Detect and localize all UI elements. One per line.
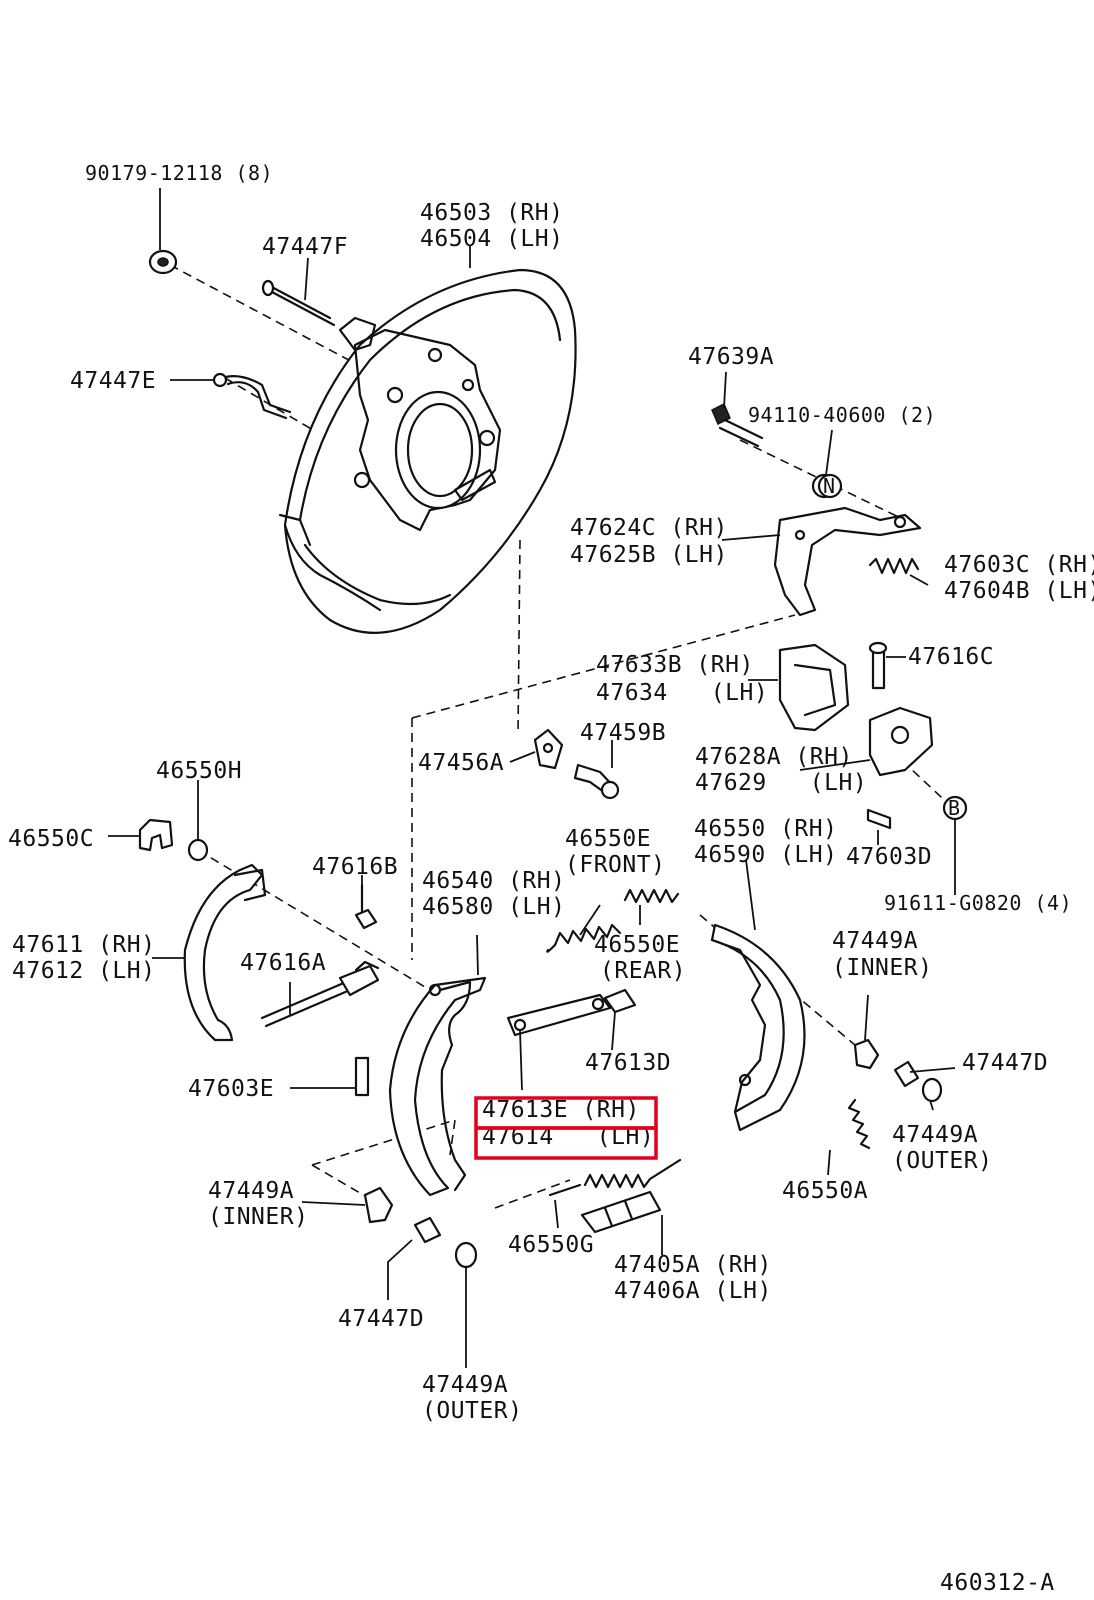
pin-47603e [354, 1056, 370, 1097]
label-47604b: 47604B (LH) [944, 578, 1094, 604]
label-46550e-rear: 46550E [594, 932, 680, 958]
label-47639a: 47639A [688, 344, 774, 370]
label-46540: 46540 (RH) [422, 868, 565, 894]
label-47613d: 47613D [585, 1050, 671, 1076]
label-47449a-outer-r: 47449A [892, 1122, 978, 1148]
highlight-47614 [474, 1126, 658, 1160]
label-91611: 91611-G0820 (4) [884, 891, 1072, 915]
label-47603d: 47603D [846, 844, 932, 870]
figure-code: 460312-A [940, 1570, 1055, 1596]
pin-47616c [868, 641, 888, 690]
label-47447f: 47447F [262, 234, 348, 260]
label-47625b: 47625B (LH) [570, 542, 728, 568]
label-46550h: 46550H [156, 758, 242, 784]
label-outer-tag-l: (OUTER) [422, 1398, 522, 1424]
clip-47456a [533, 728, 564, 770]
label-46580: 46580 (LH) [422, 894, 565, 920]
label-inner-tag-l: (INNER) [208, 1204, 308, 1230]
cup-47449a-outer-right [921, 1077, 943, 1103]
label-front-tag: (FRONT) [565, 852, 665, 878]
adjuster-47616a [260, 960, 380, 1028]
labels: 90179-12118 (8) 47447F 46503 (RH) 46504 … [8, 161, 1094, 1596]
label-47603c: 47603C (RH) [944, 552, 1094, 578]
bolt-47447f [261, 279, 336, 327]
label-47449a-inner-r: 47449A [832, 928, 918, 954]
label-46504: 46504 (LH) [420, 226, 563, 252]
label-47629: 47629 (LH) [695, 770, 867, 796]
cup-47449a-outer-left [454, 1241, 478, 1269]
label-46590: 46590 (LH) [694, 842, 837, 868]
label-46503: 46503 (RH) [420, 200, 563, 226]
pin-47616b [354, 883, 378, 930]
spring-46550e-front [546, 923, 622, 953]
clip-47603d [866, 808, 892, 830]
label-47616c: 47616C [908, 644, 994, 670]
label-47447d-l: 47447D [338, 1306, 424, 1332]
label-47459b: 47459B [580, 720, 666, 746]
label-46550g: 46550G [508, 1232, 594, 1258]
spring-46550h [187, 838, 209, 862]
cup-47449a-inner-left [363, 1186, 394, 1224]
strut-47613e [506, 993, 612, 1037]
lever-47624c [773, 506, 922, 617]
label-46550c: 46550C [8, 826, 94, 852]
cup-47449a-inner-right [853, 1038, 880, 1070]
label-47449a-outer-l: 47449A [422, 1372, 508, 1398]
spring-47447d-left [413, 1216, 442, 1244]
label-47624c: 47624C (RH) [570, 515, 728, 541]
boot-47633b [778, 643, 850, 732]
nut-90179 [148, 249, 178, 275]
shoe-46550 [710, 923, 806, 1132]
spring-46550a [847, 1098, 871, 1150]
label-rear-tag: (REAR) [600, 958, 686, 984]
label-47447d-r: 47447D [962, 1050, 1048, 1076]
label-47456a: 47456A [418, 750, 504, 776]
spring-46550e-rear [623, 888, 680, 904]
adjuster-47405a [580, 1190, 662, 1234]
spring-47613d [603, 988, 637, 1014]
highlight-boxes [474, 1096, 658, 1160]
label-46550a: 46550A [782, 1178, 868, 1204]
label-47611: 47611 (RH) [12, 932, 155, 958]
label-47447e: 47447E [70, 368, 156, 394]
backing-plate [278, 268, 577, 634]
label-47612: 47612 (LH) [12, 958, 155, 984]
label-47616b: 47616B [312, 854, 398, 880]
cylinder-47628a [868, 706, 934, 777]
label-47405a: 47405A (RH) [614, 1252, 772, 1278]
label-47603e: 47603E [188, 1076, 274, 1102]
pipe-47447e [212, 372, 292, 420]
label-outer-tag-r: (OUTER) [892, 1148, 992, 1174]
spring-47447d-right [893, 1060, 920, 1088]
label-47406a: 47406A (LH) [614, 1278, 772, 1304]
bolt-47639a [711, 402, 764, 448]
label-47634: 47634 (LH) [596, 680, 768, 706]
label-47616a: 47616A [240, 950, 326, 976]
label-47628a: 47628A (RH) [695, 744, 853, 770]
marker-n-text: N [823, 474, 836, 498]
label-47633b: 47633B (RH) [596, 652, 754, 678]
marker-n: N [817, 473, 843, 499]
label-inner-tag-r: (INNER) [832, 955, 932, 981]
bolt-47459b [573, 763, 620, 800]
label-46550: 46550 (RH) [694, 816, 837, 842]
label-46550e-front: 46550E [565, 826, 651, 852]
marker-b: B [942, 795, 968, 821]
label-47449a-inner-l: 47449A [208, 1178, 294, 1204]
label-90179: 90179-12118 (8) [85, 161, 273, 185]
shoe-46540 [388, 976, 487, 1197]
spring-46550g [548, 1158, 682, 1197]
label-94110: 94110-40600 (2) [748, 403, 936, 427]
clip-46550c [138, 818, 174, 852]
shoe-47611 [183, 863, 267, 1042]
leader-lines [108, 188, 956, 1368]
marker-b-text: B [948, 796, 961, 820]
spring-47603c [868, 557, 920, 575]
label-47613e: 47613E (RH) [482, 1097, 640, 1123]
